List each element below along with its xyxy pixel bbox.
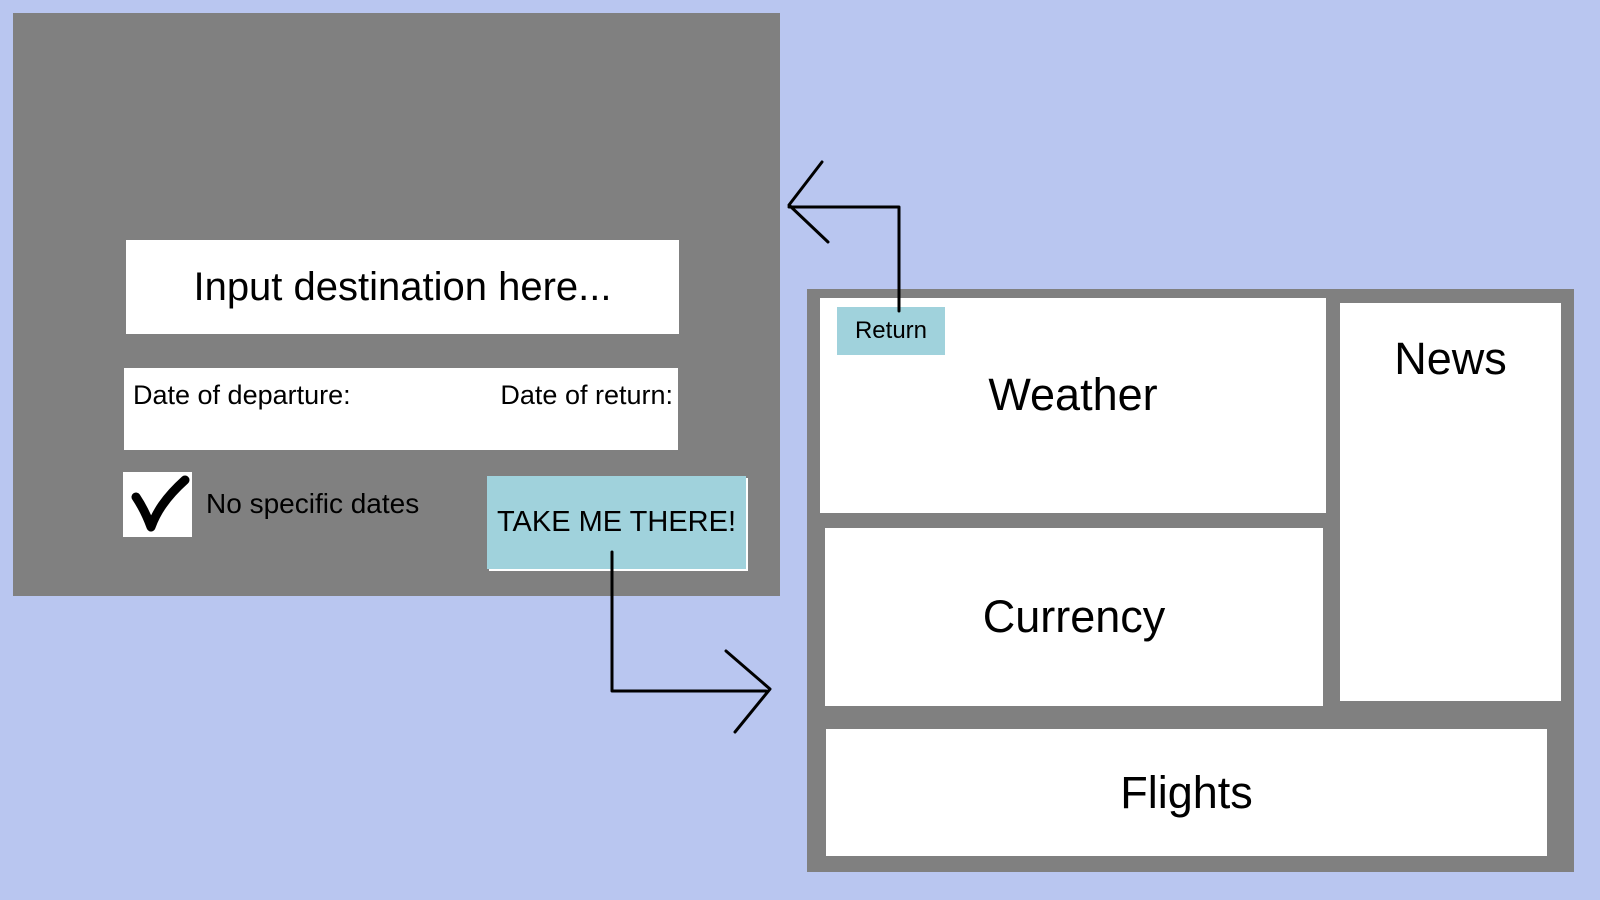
no-specific-dates-checkbox[interactable] [123,472,192,537]
news-section: News [1340,303,1561,701]
no-specific-dates-label: No specific dates [206,488,420,519]
destination-input[interactable] [126,240,679,334]
take-me-there-button[interactable]: TAKE ME THERE! [487,476,746,569]
checkmark-icon [131,475,190,532]
search-screen: Date of departure: Date of return: No sp… [13,13,780,596]
return-button[interactable]: Return [837,307,945,355]
flights-title: Flights [1120,766,1253,818]
dates-box[interactable]: Date of departure: Date of return: [124,368,678,450]
return-date-label: Date of return: [500,380,673,410]
currency-title: Currency [982,591,1166,642]
departure-date-label: Date of departure: [133,380,351,410]
news-title: News [1394,333,1507,384]
flights-section: Flights [826,729,1547,856]
weather-title: Weather [988,368,1158,420]
results-screen: Weather Return News Currency Flights [807,289,1574,872]
currency-section: Currency [825,528,1323,706]
